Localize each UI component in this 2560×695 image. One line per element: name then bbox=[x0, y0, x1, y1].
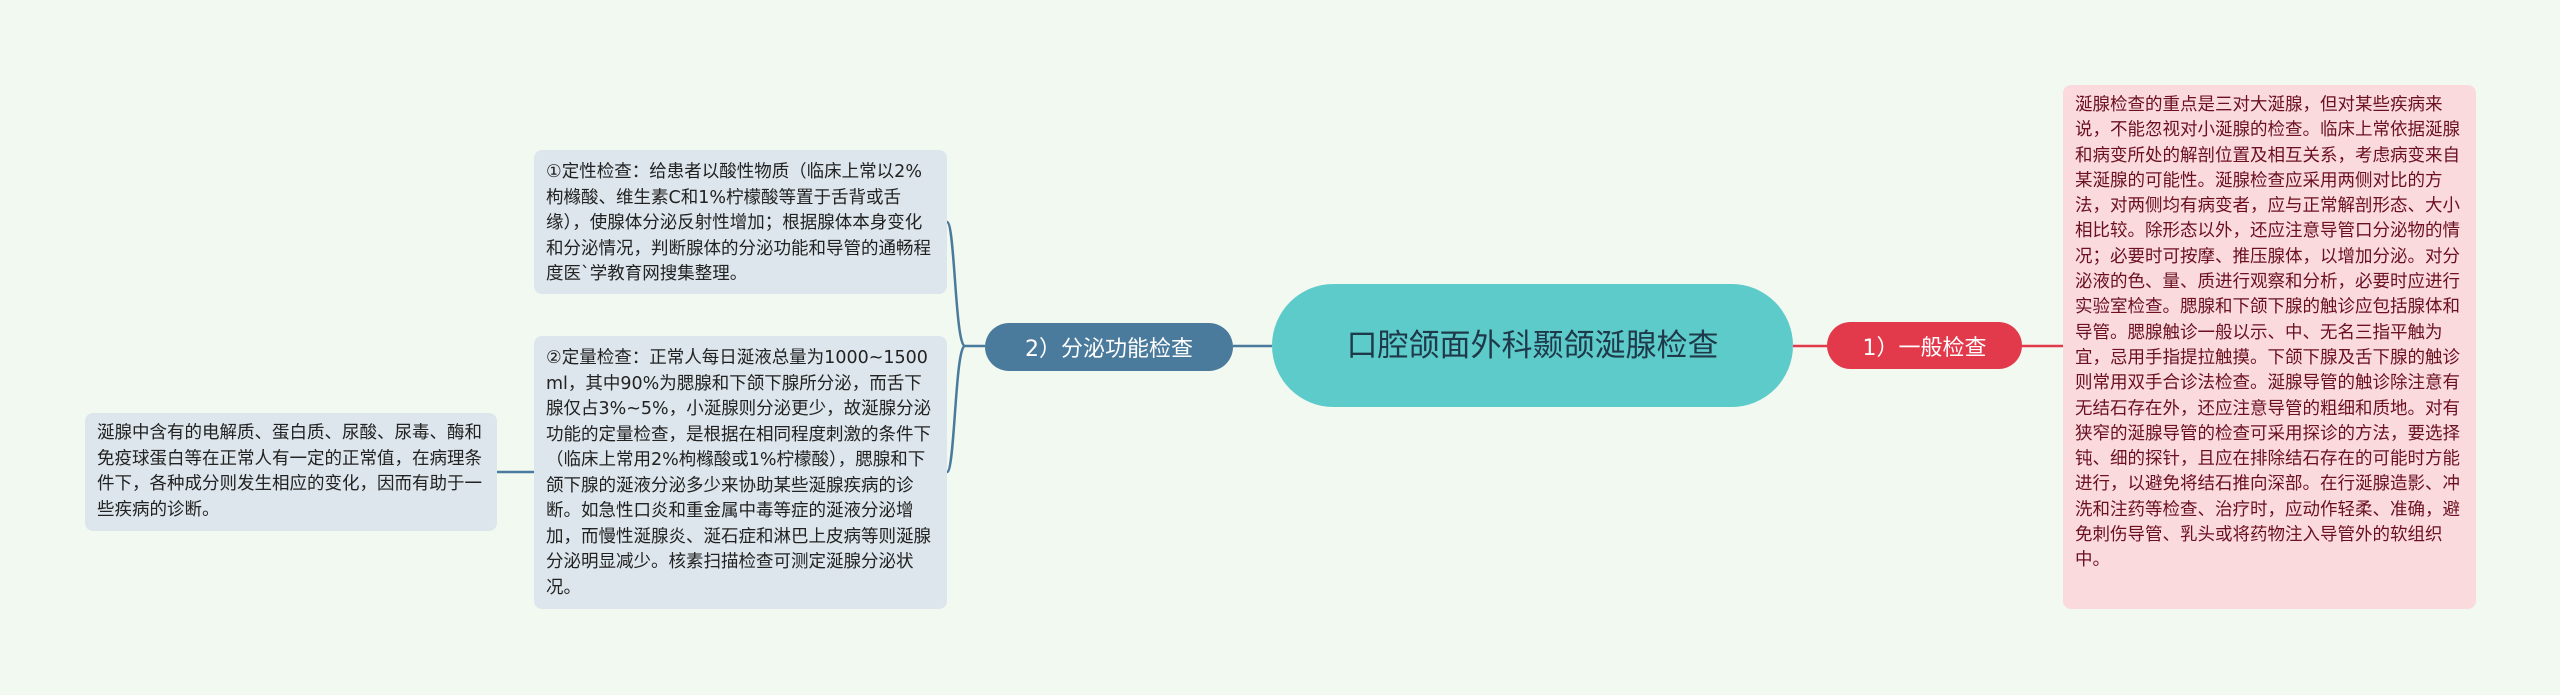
general-exam-note[interactable]: 涎腺检查的重点是三对大涎腺，但对某些疾病来说，不能忽视对小涎腺的检查。临床上常依… bbox=[2063, 85, 2476, 609]
saliva-components-node[interactable]: 涎腺中含有的电解质、蛋白质、尿酸、尿毒、酶和免疫球蛋白等在正常人有一定的正常值，… bbox=[85, 413, 497, 531]
general-exam-note-text: 涎腺检查的重点是三对大涎腺，但对某些疾病来说，不能忽视对小涎腺的检查。临床上常依… bbox=[2075, 95, 2460, 571]
quantitative-exam-text: ②定量检查：正常人每日涎液总量为1000~1500ml，其中90%为腮腺和下颌下… bbox=[546, 348, 932, 598]
qualitative-exam-node[interactable]: ①定性检查：给患者以酸性物质（临床上常以2%枸橼酸、维生素C和1%柠檬酸等置于舌… bbox=[534, 150, 947, 294]
branch-general-exam[interactable]: 1）一般检查 bbox=[1827, 322, 2022, 369]
qualitative-exam-text: ①定性检查：给患者以酸性物质（临床上常以2%枸橼酸、维生素C和1%柠檬酸等置于舌… bbox=[546, 162, 931, 284]
branch-secretion-function-exam[interactable]: 2）分泌功能检查 bbox=[985, 323, 1233, 371]
quantitative-exam-node[interactable]: ②定量检查：正常人每日涎液总量为1000~1500ml，其中90%为腮腺和下颌下… bbox=[534, 336, 947, 609]
branch-secretion-label: 2）分泌功能检查 bbox=[1025, 337, 1193, 362]
central-topic[interactable]: 口腔颌面外科颞颌涎腺检查 bbox=[1272, 284, 1793, 407]
branch-general-exam-label: 1）一般检查 bbox=[1862, 335, 1987, 361]
central-topic-title: 口腔颌面外科颞颌涎腺检查 bbox=[1346, 327, 1719, 364]
saliva-components-text: 涎腺中含有的电解质、蛋白质、尿酸、尿毒、酶和免疫球蛋白等在正常人有一定的正常值，… bbox=[97, 423, 482, 520]
